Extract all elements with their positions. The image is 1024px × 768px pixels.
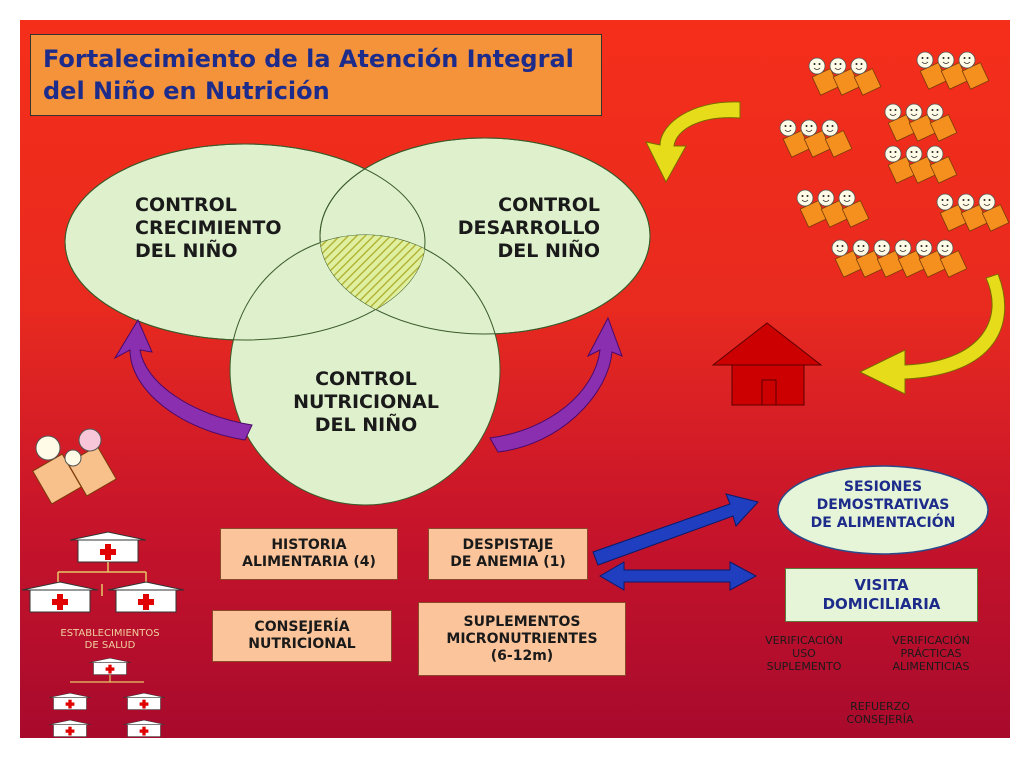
diagram-graphics (21, 51, 1010, 737)
purple-arrow-left (113, 318, 253, 441)
blue-arrow-double (599, 561, 758, 591)
health-establishments-icon (21, 531, 185, 737)
yellow-arrow-bottom (858, 273, 1006, 395)
slide: Fortalecimiento de la Atención Integral … (20, 20, 1010, 738)
family-icon (32, 428, 117, 505)
label-establecimientos-salud: ESTABLECIMIENTOS DE SALUD (60, 628, 160, 651)
label-verificacion-practicas: VERIFICACIÓN PRÁCTICAS ALIMENTICIAS (892, 634, 970, 673)
label-refuerzo-consejeria: REFUERZO CONSEJERÍA (846, 700, 914, 726)
page-title: Fortalecimiento de la Atención Integral … (30, 34, 602, 116)
house-icon (711, 322, 823, 406)
yellow-arrow-top (645, 101, 741, 184)
sesiones-ellipse (777, 465, 989, 555)
title-line-1: Fortalecimiento de la Atención Integral (43, 45, 574, 73)
label-control-desarrollo: CONTROL DESARROLLO DEL NIÑO (457, 194, 600, 262)
label-control-nutricional: CONTROL NUTRICIONAL DEL NIÑO (293, 368, 439, 436)
title-line-2: del Niño en Nutrición (43, 77, 330, 105)
label-verificacion-suplemento: VERIFICACIÓN USO SUPLEMENTO (765, 634, 843, 673)
label-control-crecimiento: CONTROL CRECIMIENTO DEL NIÑO (135, 194, 282, 262)
people-group-icons (779, 51, 1010, 278)
blue-arrow-diagonal (592, 493, 759, 566)
purple-arrow-right (489, 316, 623, 453)
label-sesiones-demostrativas: SESIONES DEMOSTRATIVAS DE ALIMENTACIÓN (810, 479, 956, 531)
